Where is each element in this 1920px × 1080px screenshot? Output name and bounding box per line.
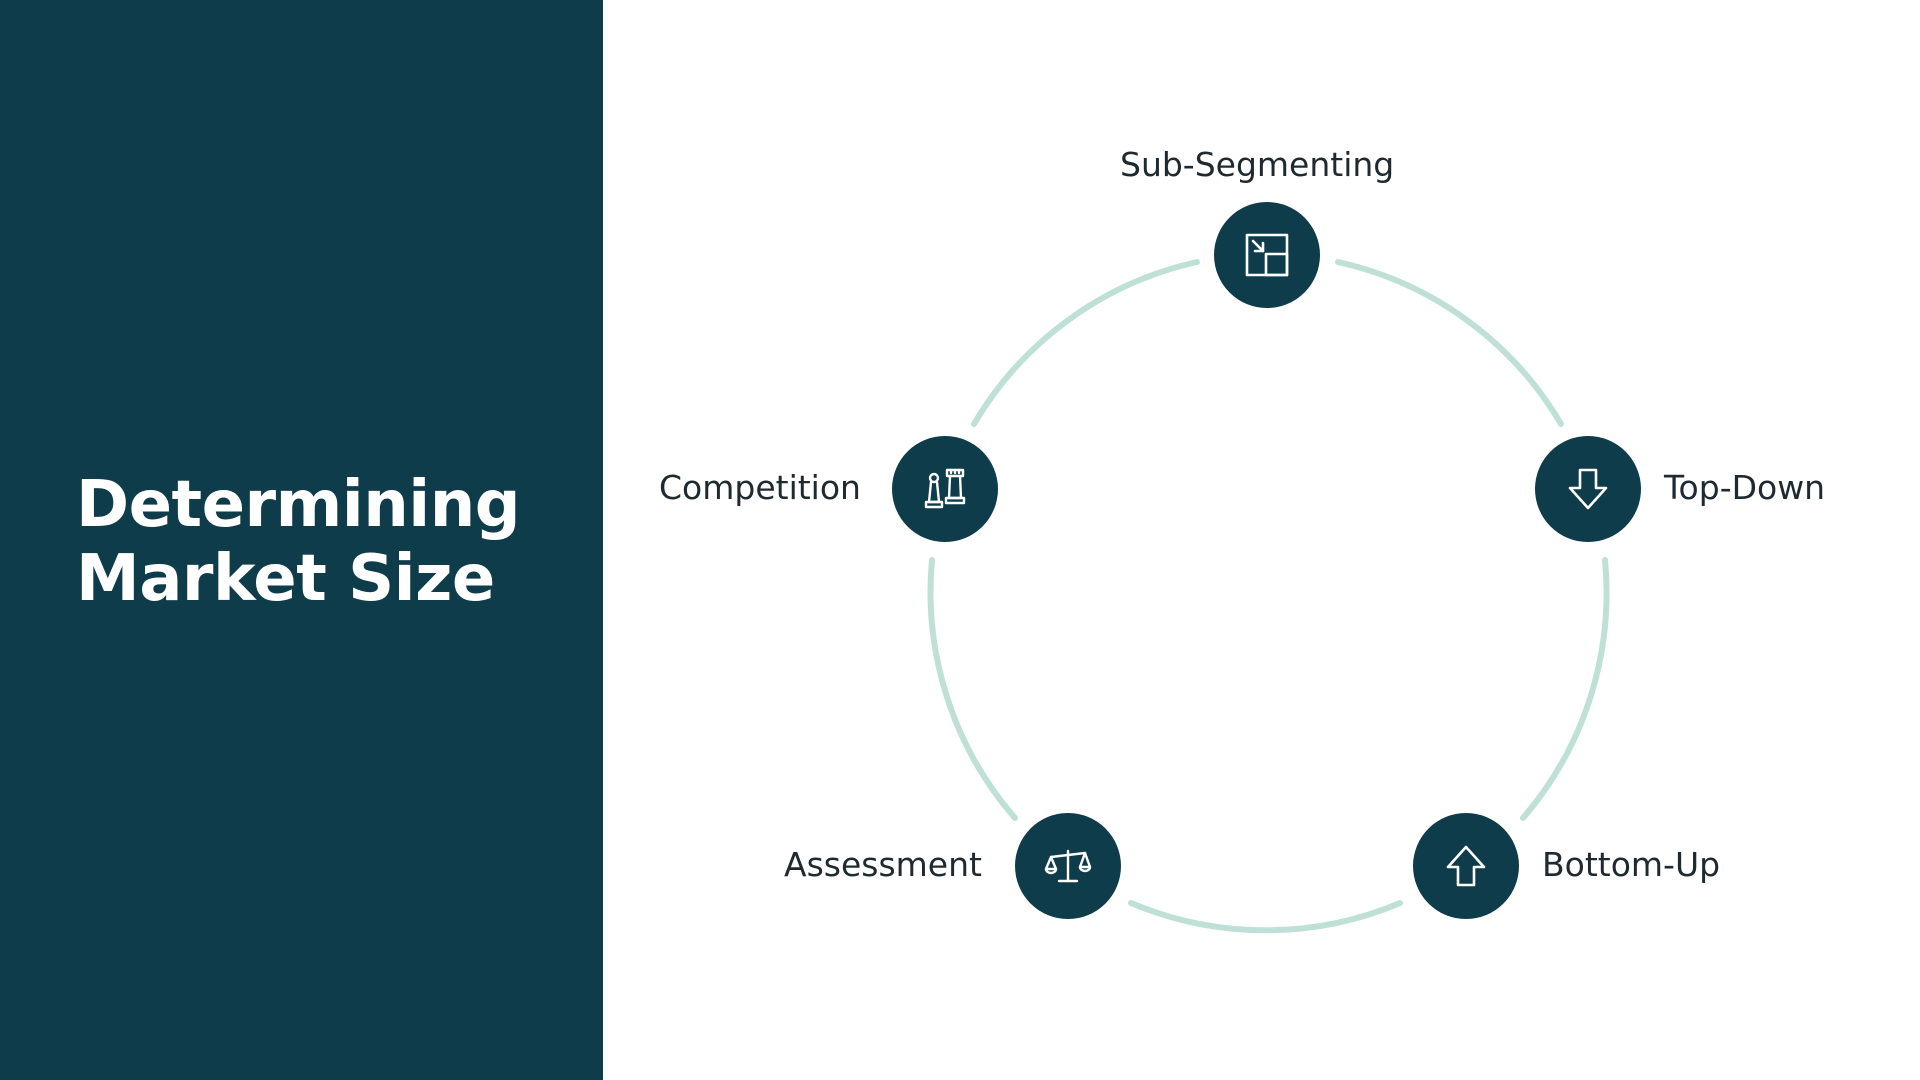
node-sub-segmenting: [1214, 202, 1320, 308]
ring-arc-top-left: [971, 259, 1200, 427]
arrow-down-icon: [1568, 468, 1608, 510]
title-line-1: Determining: [76, 468, 521, 542]
ring-arc-top-right: [1335, 259, 1564, 427]
arrow-up-icon: [1446, 845, 1486, 887]
title-panel: Determining Market Size: [0, 0, 603, 1080]
slide-title: Determining Market Size: [76, 468, 576, 616]
chess-pieces-icon: [924, 468, 966, 509]
node-assessment: [1015, 813, 1121, 919]
scale-icon: [1044, 849, 1092, 883]
label-bottom-up: Bottom-Up: [1542, 845, 1721, 884]
label-competition: Competition: [659, 468, 861, 507]
ring-arc-right: [1520, 557, 1610, 821]
label-top-down: Top-Down: [1664, 468, 1826, 507]
resize-squares-icon: [1245, 233, 1289, 277]
ring-arc-left: [927, 557, 1018, 821]
label-assessment: Assessment: [784, 845, 982, 884]
node-competition: [892, 436, 998, 542]
node-top-down: [1535, 436, 1641, 542]
title-line-2: Market Size: [76, 542, 495, 616]
ring-arc-bottom: [1128, 900, 1403, 934]
label-sub-segmenting: Sub-Segmenting: [1120, 145, 1395, 184]
node-bottom-up: [1413, 813, 1519, 919]
